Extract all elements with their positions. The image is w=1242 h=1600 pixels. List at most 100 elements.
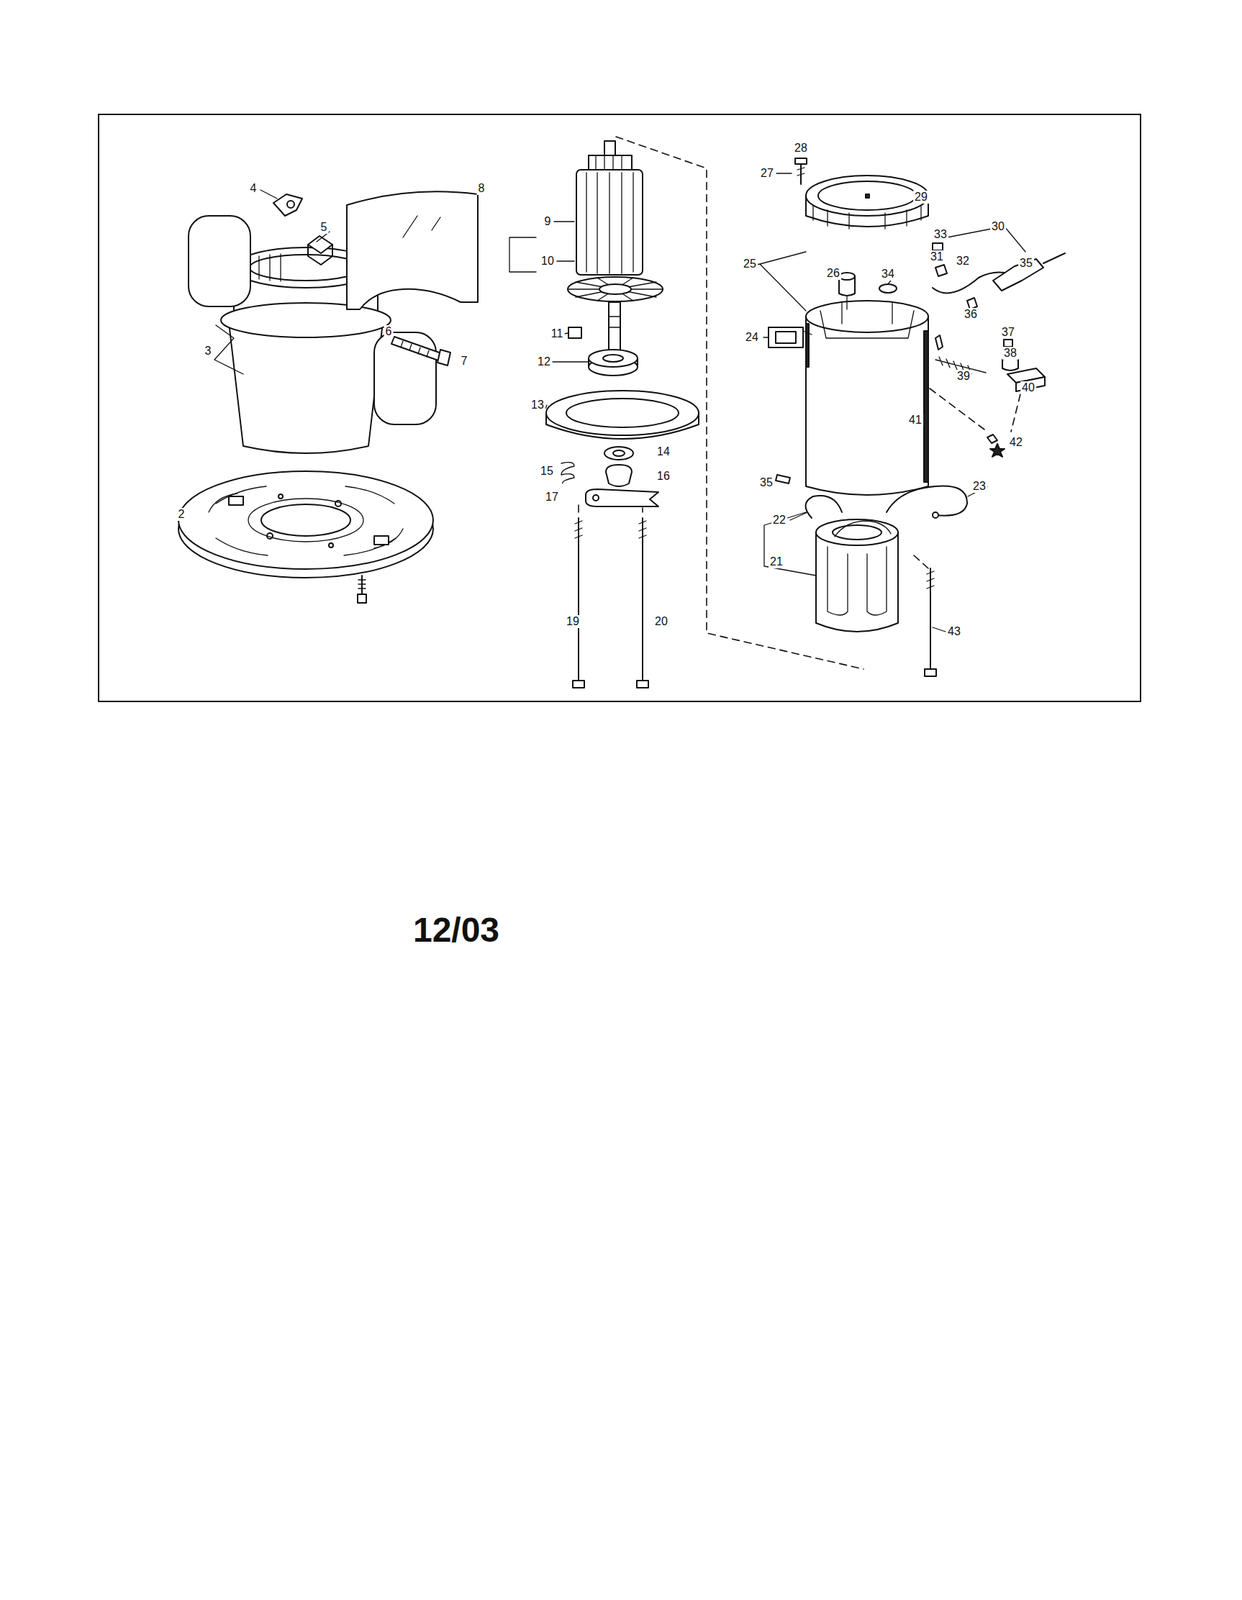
- router-base-part: [437, 349, 451, 366]
- motor-housing-part: [818, 181, 917, 211]
- callout-number: 40: [1020, 381, 1037, 395]
- router-base-part: [261, 504, 351, 537]
- armature-group-part: [574, 520, 647, 539]
- callout-number: 8: [477, 182, 487, 196]
- motor-housing-part: [913, 555, 929, 569]
- armature-group-part: [585, 489, 659, 507]
- callout-number: 9: [543, 215, 553, 229]
- callout-number: 20: [653, 615, 670, 629]
- armature-group-part: [509, 221, 588, 409]
- armature-group-part: [592, 495, 599, 501]
- motor-housing-part: [932, 243, 943, 251]
- callout-number: 14: [655, 445, 672, 459]
- motor-housing-part: [776, 167, 805, 176]
- router-base-part: [278, 494, 283, 499]
- motor-housing-part: [775, 331, 796, 344]
- star-mark: [990, 443, 1005, 457]
- callout-number: 4: [248, 182, 259, 196]
- motor-housing-part: [932, 512, 939, 519]
- motor-housing-part: [827, 546, 887, 616]
- router-base-part: [374, 536, 389, 545]
- router-base-part: [391, 336, 444, 362]
- callout-number: 19: [564, 615, 581, 629]
- armature-group-part: [605, 464, 632, 487]
- armature-group-part: [608, 316, 621, 328]
- callout-number: 23: [971, 479, 988, 493]
- motor-housing-part: [805, 495, 842, 519]
- motor-housing-part: [935, 335, 943, 350]
- callout-number: 17: [544, 490, 560, 504]
- router-base-part: [357, 575, 367, 604]
- armature-group-part: [586, 172, 634, 274]
- router-base-part: [266, 533, 273, 539]
- armature-group-part: [588, 155, 632, 170]
- callout-number: 22: [771, 513, 788, 527]
- callout-number: 32: [954, 254, 971, 268]
- callout-number: 5: [319, 220, 329, 234]
- motor-housing-part: [929, 388, 1021, 432]
- router-base: [178, 189, 478, 604]
- motor-housing-part: [745, 226, 1026, 632]
- motor-housing-part: [805, 316, 929, 496]
- callout-number: 2: [177, 508, 187, 521]
- router-base-part: [228, 496, 244, 506]
- armature-group-part: [595, 155, 622, 170]
- motor-housing-part: [929, 568, 932, 670]
- router-base-part: [249, 254, 362, 281]
- motor-housing-part: [816, 532, 899, 632]
- motor-housing-part: [820, 302, 914, 339]
- callout-number: 35: [1018, 256, 1035, 270]
- armature-group-part: [604, 141, 616, 157]
- armature-group-part: [599, 284, 632, 295]
- armature-group-part: [567, 277, 663, 302]
- router-base-part: [273, 194, 303, 216]
- router-base-part: [260, 189, 330, 242]
- callout-number: 15: [538, 464, 555, 478]
- router-base-part: [228, 322, 383, 454]
- callout-number: 12: [536, 355, 552, 369]
- motor-housing-part: [775, 474, 791, 484]
- motor-housing-part: [886, 486, 968, 516]
- router-base-part: [335, 500, 342, 507]
- router-base-part: [287, 200, 295, 208]
- callout-number: 13: [529, 398, 546, 412]
- router-base-part: [215, 486, 396, 556]
- callout-number: 26: [825, 266, 842, 280]
- armature-group-part: [613, 450, 625, 457]
- router-base-part: [208, 493, 403, 549]
- motor-housing-part: [923, 331, 929, 483]
- router-base-part: [307, 244, 333, 265]
- armature-group-part: [603, 354, 624, 362]
- motor-housing-part: [926, 571, 935, 589]
- motor-housing-part: [813, 205, 922, 229]
- callout-number: 34: [880, 267, 896, 281]
- callout-number: 41: [907, 413, 924, 427]
- router-base-part: [400, 341, 429, 357]
- router-base-part: [248, 498, 364, 542]
- motor-housing-part: [865, 194, 870, 198]
- callout-number: 30: [990, 220, 1006, 234]
- armature-group-part: [578, 503, 643, 513]
- callout-number: 6: [384, 325, 394, 339]
- motor-housing-part: [1043, 253, 1065, 264]
- motor-housing-part: [1003, 339, 1013, 347]
- motor-housing-part: [816, 519, 899, 546]
- router-base-part: [214, 325, 244, 375]
- callout-number: 3: [203, 344, 213, 358]
- callout-number: 31: [928, 250, 945, 264]
- router-base-part: [248, 254, 281, 282]
- callout-number: 27: [759, 166, 775, 180]
- armature-group-part: [604, 446, 634, 460]
- armature-group-part: [588, 349, 638, 367]
- router-base-part: [178, 471, 434, 570]
- armature-group-part: [566, 398, 679, 428]
- date-code: 12/03: [410, 913, 503, 948]
- callout-number: 42: [1008, 436, 1024, 450]
- motor-housing-part: [832, 525, 882, 540]
- callout-number: 28: [792, 141, 809, 155]
- armature-group-part: [572, 680, 649, 688]
- callout-number: 39: [955, 369, 972, 383]
- motor-housing: [745, 158, 1065, 677]
- armature-group-part: [608, 302, 621, 353]
